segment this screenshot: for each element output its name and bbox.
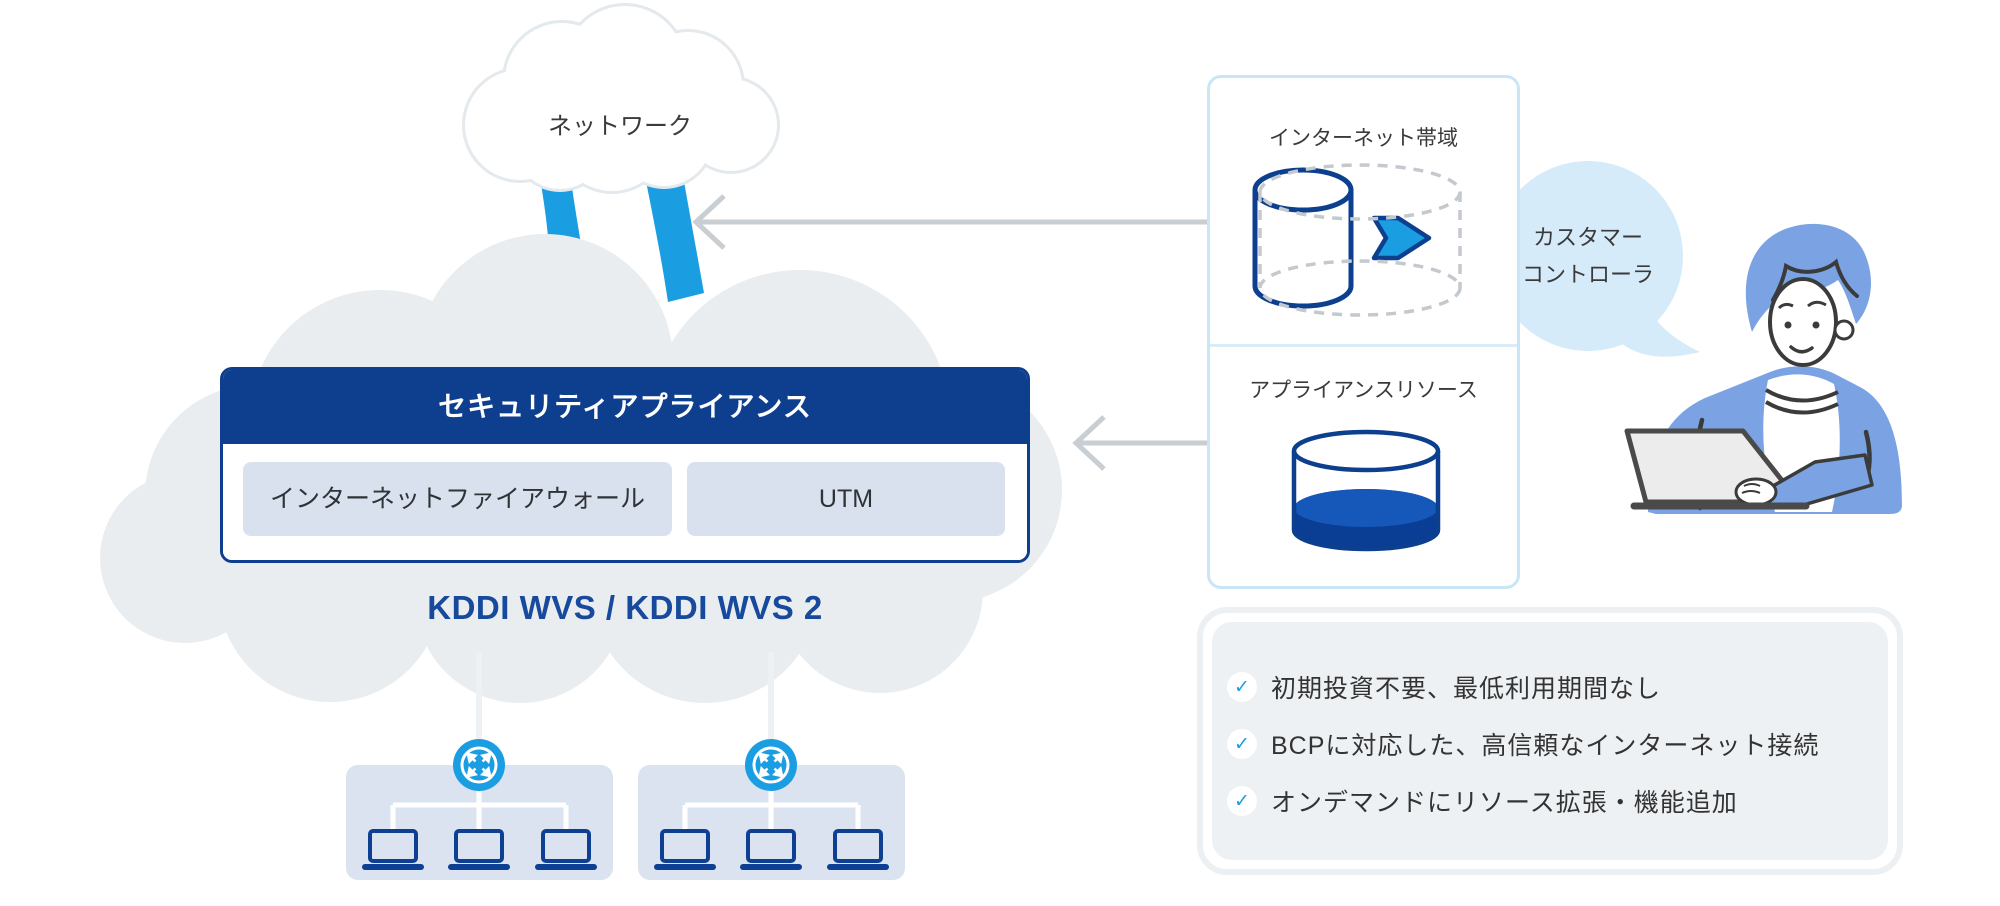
feature-item: ✓ BCPに対応した、高信頼なインターネット接続 <box>1227 729 1868 760</box>
security-appliance-title: セキュリティアプライアンス <box>223 370 1027 444</box>
laptop-icon <box>654 829 716 870</box>
features-panel: ✓ 初期投資不要、最低利用期間なし ✓ BCPに対応した、高信頼なインターネット… <box>1197 607 1903 875</box>
speech-bubble <box>1493 161 1700 357</box>
control-arrows <box>692 194 1207 471</box>
laptop-icon <box>535 829 597 870</box>
resource-tank-icon <box>1291 429 1441 552</box>
feature-text: オンデマンドにリソース拡張・機能追加 <box>1271 789 1738 817</box>
network-cloud-label: ネットワーク <box>548 113 692 140</box>
resource-section-label: アプライアンスリソース <box>1249 379 1478 402</box>
bandwidth-section-label: インターネット帯域 <box>1269 127 1458 150</box>
feature-item: ✓ 初期投資不要、最低利用期間なし <box>1227 672 1868 703</box>
bubble-line-1: カスタマー <box>1532 225 1643 250</box>
check-icon: ✓ <box>1227 672 1257 702</box>
appliance-item-utm: UTM <box>687 462 1005 536</box>
wvs-service-label: KDDI WVS / KDDI WVS 2 <box>427 589 823 626</box>
site-lan-links <box>390 791 861 832</box>
cloud-to-site-links <box>476 652 774 740</box>
check-icon: ✓ <box>1227 729 1257 759</box>
feature-text: BCPに対応した、高信頼なインターネット接続 <box>1271 732 1820 760</box>
bubble-line-2: コントローラ <box>1521 262 1654 287</box>
customer-controller-panel: インターネット帯域 アプライアンスリソース <box>1207 75 1520 589</box>
laptop-icon <box>448 829 510 870</box>
person-illustration <box>1624 223 1902 514</box>
customer-controller-bubble-text: カスタマー コントローラ <box>1493 219 1683 293</box>
feature-item: ✓ オンデマンドにリソース拡張・機能追加 <box>1227 786 1868 817</box>
security-appliance-card: セキュリティアプライアンス インターネットファイアウォール UTM <box>220 367 1030 563</box>
laptop-icons <box>362 829 889 870</box>
network-cloud-icon <box>462 3 780 194</box>
site-boxes <box>346 765 905 880</box>
router-icons <box>453 739 797 791</box>
laptop-icon <box>827 829 889 870</box>
left-arrow-head <box>692 194 726 250</box>
appliance-item-internet-firewall: インターネットファイアウォール <box>243 462 672 536</box>
check-icon: ✓ <box>1227 786 1257 816</box>
router-icon <box>453 739 505 791</box>
laptop-icon <box>362 829 424 870</box>
bandwidth-cylinder-expand-icon <box>1252 163 1462 317</box>
feature-text: 初期投資不要、最低利用期間なし <box>1271 675 1662 703</box>
security-appliance-body: インターネットファイアウォール UTM <box>223 444 1027 560</box>
panel-divider <box>1210 344 1517 347</box>
left-arrow-head <box>1072 415 1106 471</box>
laptop-icon <box>740 829 802 870</box>
router-icon <box>745 739 797 791</box>
features-list: ✓ 初期投資不要、最低利用期間なし ✓ BCPに対応した、高信頼なインターネット… <box>1212 622 1888 860</box>
